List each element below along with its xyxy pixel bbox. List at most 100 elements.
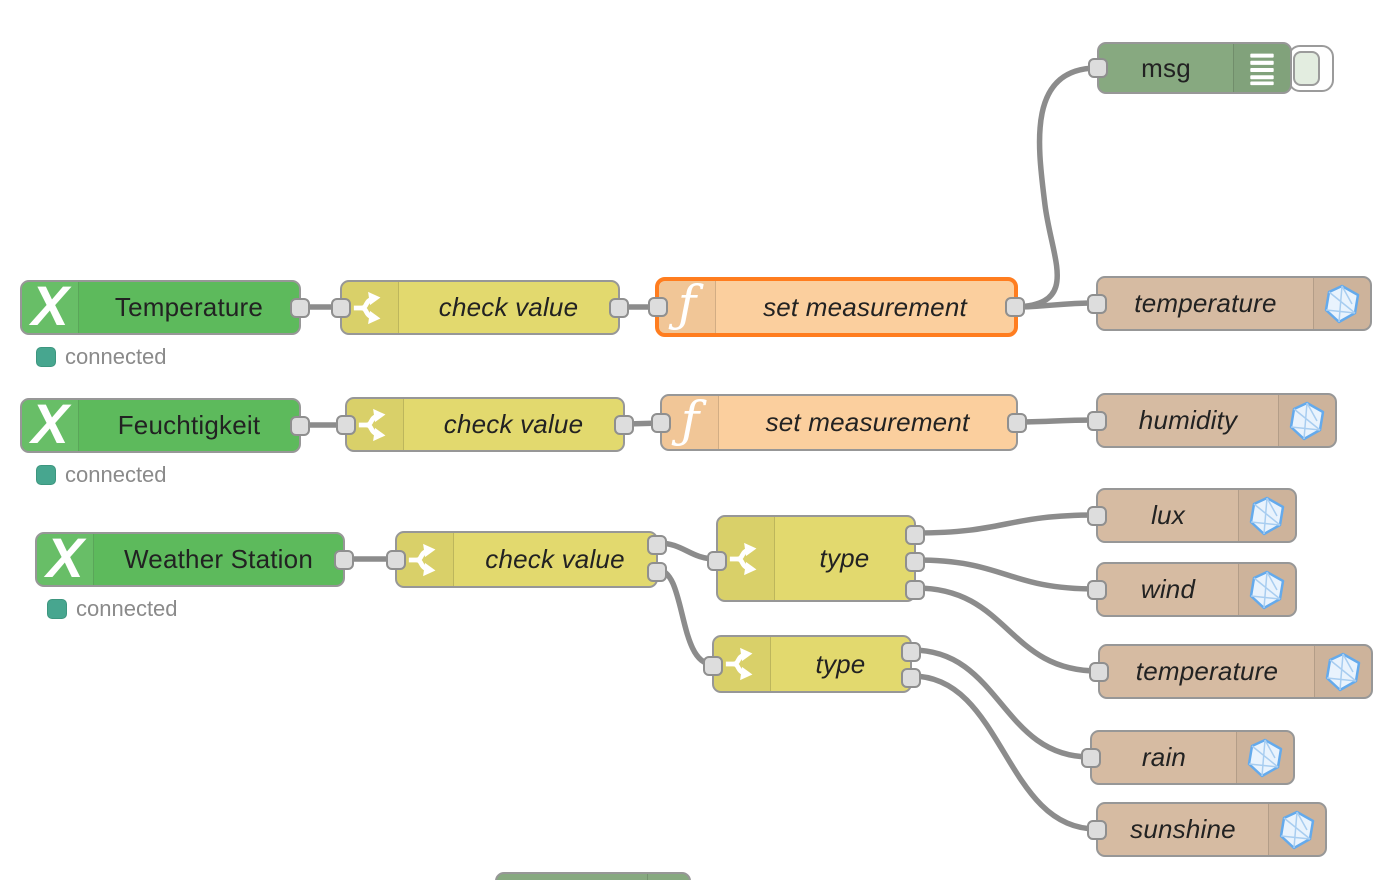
node-status: connected (36, 462, 167, 488)
wire[interactable] (1014, 417, 1099, 425)
node-influxdb-lux[interactable]: lux (1087, 488, 1297, 543)
node-influxdb-rain[interactable]: rain (1081, 730, 1295, 785)
node-source-temperature[interactable]: X Temperature (20, 277, 310, 335)
node-source-feuchtigkeit[interactable]: X Feuchtigkeit (20, 395, 310, 453)
debug-list-icon (1233, 44, 1290, 92)
node-label: temperature (1134, 288, 1277, 318)
output-port[interactable] (290, 297, 310, 318)
node-function-set-measurement-2[interactable]: ƒ set measurement (651, 394, 1027, 451)
wire[interactable] (913, 512, 1099, 536)
influxdb-gem-icon (1268, 804, 1325, 855)
input-port[interactable] (1088, 58, 1108, 78)
node-label: check value (438, 292, 579, 322)
function-f-icon: ƒ (659, 279, 716, 333)
wire[interactable] (909, 647, 1093, 760)
output-port[interactable] (614, 414, 634, 435)
output-port-2[interactable] (647, 562, 667, 582)
input-port[interactable] (1087, 410, 1107, 431)
input-port[interactable] (386, 549, 406, 570)
node-label: check value (443, 409, 584, 439)
input-port[interactable] (1087, 579, 1107, 600)
status-label: connected (65, 344, 167, 369)
node-source-weather-station[interactable]: X Weather Station (35, 529, 354, 587)
influxdb-gem-icon (1314, 646, 1371, 697)
output-port-2[interactable] (901, 668, 921, 688)
wire[interactable] (909, 673, 1099, 832)
node-switch-check-value-1[interactable]: check value (331, 280, 629, 335)
debug-toggle-button[interactable] (1288, 45, 1334, 92)
node-influxdb-temperature-1[interactable]: temperature (1087, 276, 1372, 331)
debug-toggle-knob (1293, 51, 1320, 86)
node-switch-check-value-2[interactable]: check value (336, 397, 634, 452)
node-label: lux (1151, 500, 1185, 530)
output-port[interactable] (1005, 297, 1025, 317)
input-port[interactable] (707, 551, 727, 571)
output-port-1[interactable] (901, 642, 921, 662)
node-switch-check-value-3[interactable]: check value (386, 531, 667, 588)
influxdb-gem-icon (1236, 732, 1293, 783)
output-port[interactable] (334, 549, 354, 570)
switch-fork-icon (397, 533, 454, 586)
function-f-icon: ƒ (662, 395, 719, 449)
input-port[interactable] (651, 412, 671, 433)
switch-fork-icon (718, 517, 775, 600)
status-dot (36, 347, 56, 367)
switch-fork-icon (347, 399, 404, 450)
node-label: sunshine (1130, 814, 1236, 844)
output-port-1[interactable] (647, 535, 667, 555)
node-label: set measurement (763, 291, 967, 322)
output-port-1[interactable] (905, 525, 925, 545)
node-influxdb-temperature-2[interactable]: temperature (1089, 644, 1373, 699)
node-label: check value (485, 544, 625, 574)
partial-node[interactable] (495, 872, 691, 880)
node-label: type (819, 543, 870, 573)
node-status: connected (36, 344, 167, 370)
input-port[interactable] (648, 297, 668, 317)
input-port[interactable] (703, 656, 723, 676)
status-label: connected (76, 596, 178, 621)
output-port-2[interactable] (905, 552, 925, 572)
node-label: rain (1141, 742, 1187, 772)
node-function-set-measurement-1[interactable]: ƒ set measurement (648, 277, 1025, 337)
influxdb-gem-icon (1278, 395, 1335, 446)
switch-fork-icon (714, 637, 771, 691)
influxdb-gem-icon (1238, 490, 1295, 541)
input-port[interactable] (1087, 293, 1107, 314)
node-label: msg (1141, 52, 1191, 83)
wire[interactable] (1014, 65, 1099, 310)
wire[interactable] (913, 585, 1101, 674)
output-port-3[interactable] (905, 580, 925, 600)
status-label: connected (65, 462, 167, 487)
node-influxdb-wind[interactable]: wind (1087, 562, 1297, 617)
node-msg-debug[interactable]: msg (1088, 42, 1292, 94)
wire[interactable] (913, 557, 1099, 592)
output-port[interactable] (609, 297, 629, 318)
node-switch-type-1[interactable]: type (707, 515, 925, 602)
x-logo-icon: X (22, 277, 79, 333)
node-label: Weather Station (124, 544, 313, 574)
output-port[interactable] (290, 415, 310, 436)
status-dot (36, 465, 56, 485)
input-port[interactable] (331, 297, 351, 318)
status-dot (47, 599, 67, 619)
input-port[interactable] (336, 414, 356, 435)
output-port[interactable] (1007, 412, 1027, 433)
input-port[interactable] (1081, 747, 1101, 768)
x-logo-icon: X (22, 395, 79, 451)
x-logo-icon: X (37, 529, 94, 585)
node-influxdb-sunshine[interactable]: sunshine (1087, 802, 1327, 857)
input-port[interactable] (1087, 819, 1107, 840)
influxdb-gem-icon (1313, 278, 1370, 329)
node-label: Temperature (114, 292, 264, 322)
input-port[interactable] (1089, 661, 1109, 682)
node-label: temperature (1135, 656, 1279, 686)
wire[interactable] (655, 567, 715, 667)
influxdb-gem-icon (1238, 564, 1295, 615)
partial-node-divider (647, 874, 648, 880)
node-switch-type-2[interactable]: type (703, 635, 921, 693)
node-influxdb-humidity[interactable]: humidity (1087, 393, 1337, 448)
switch-fork-icon (342, 282, 399, 333)
node-label: set measurement (765, 407, 970, 437)
input-port[interactable] (1087, 505, 1107, 526)
